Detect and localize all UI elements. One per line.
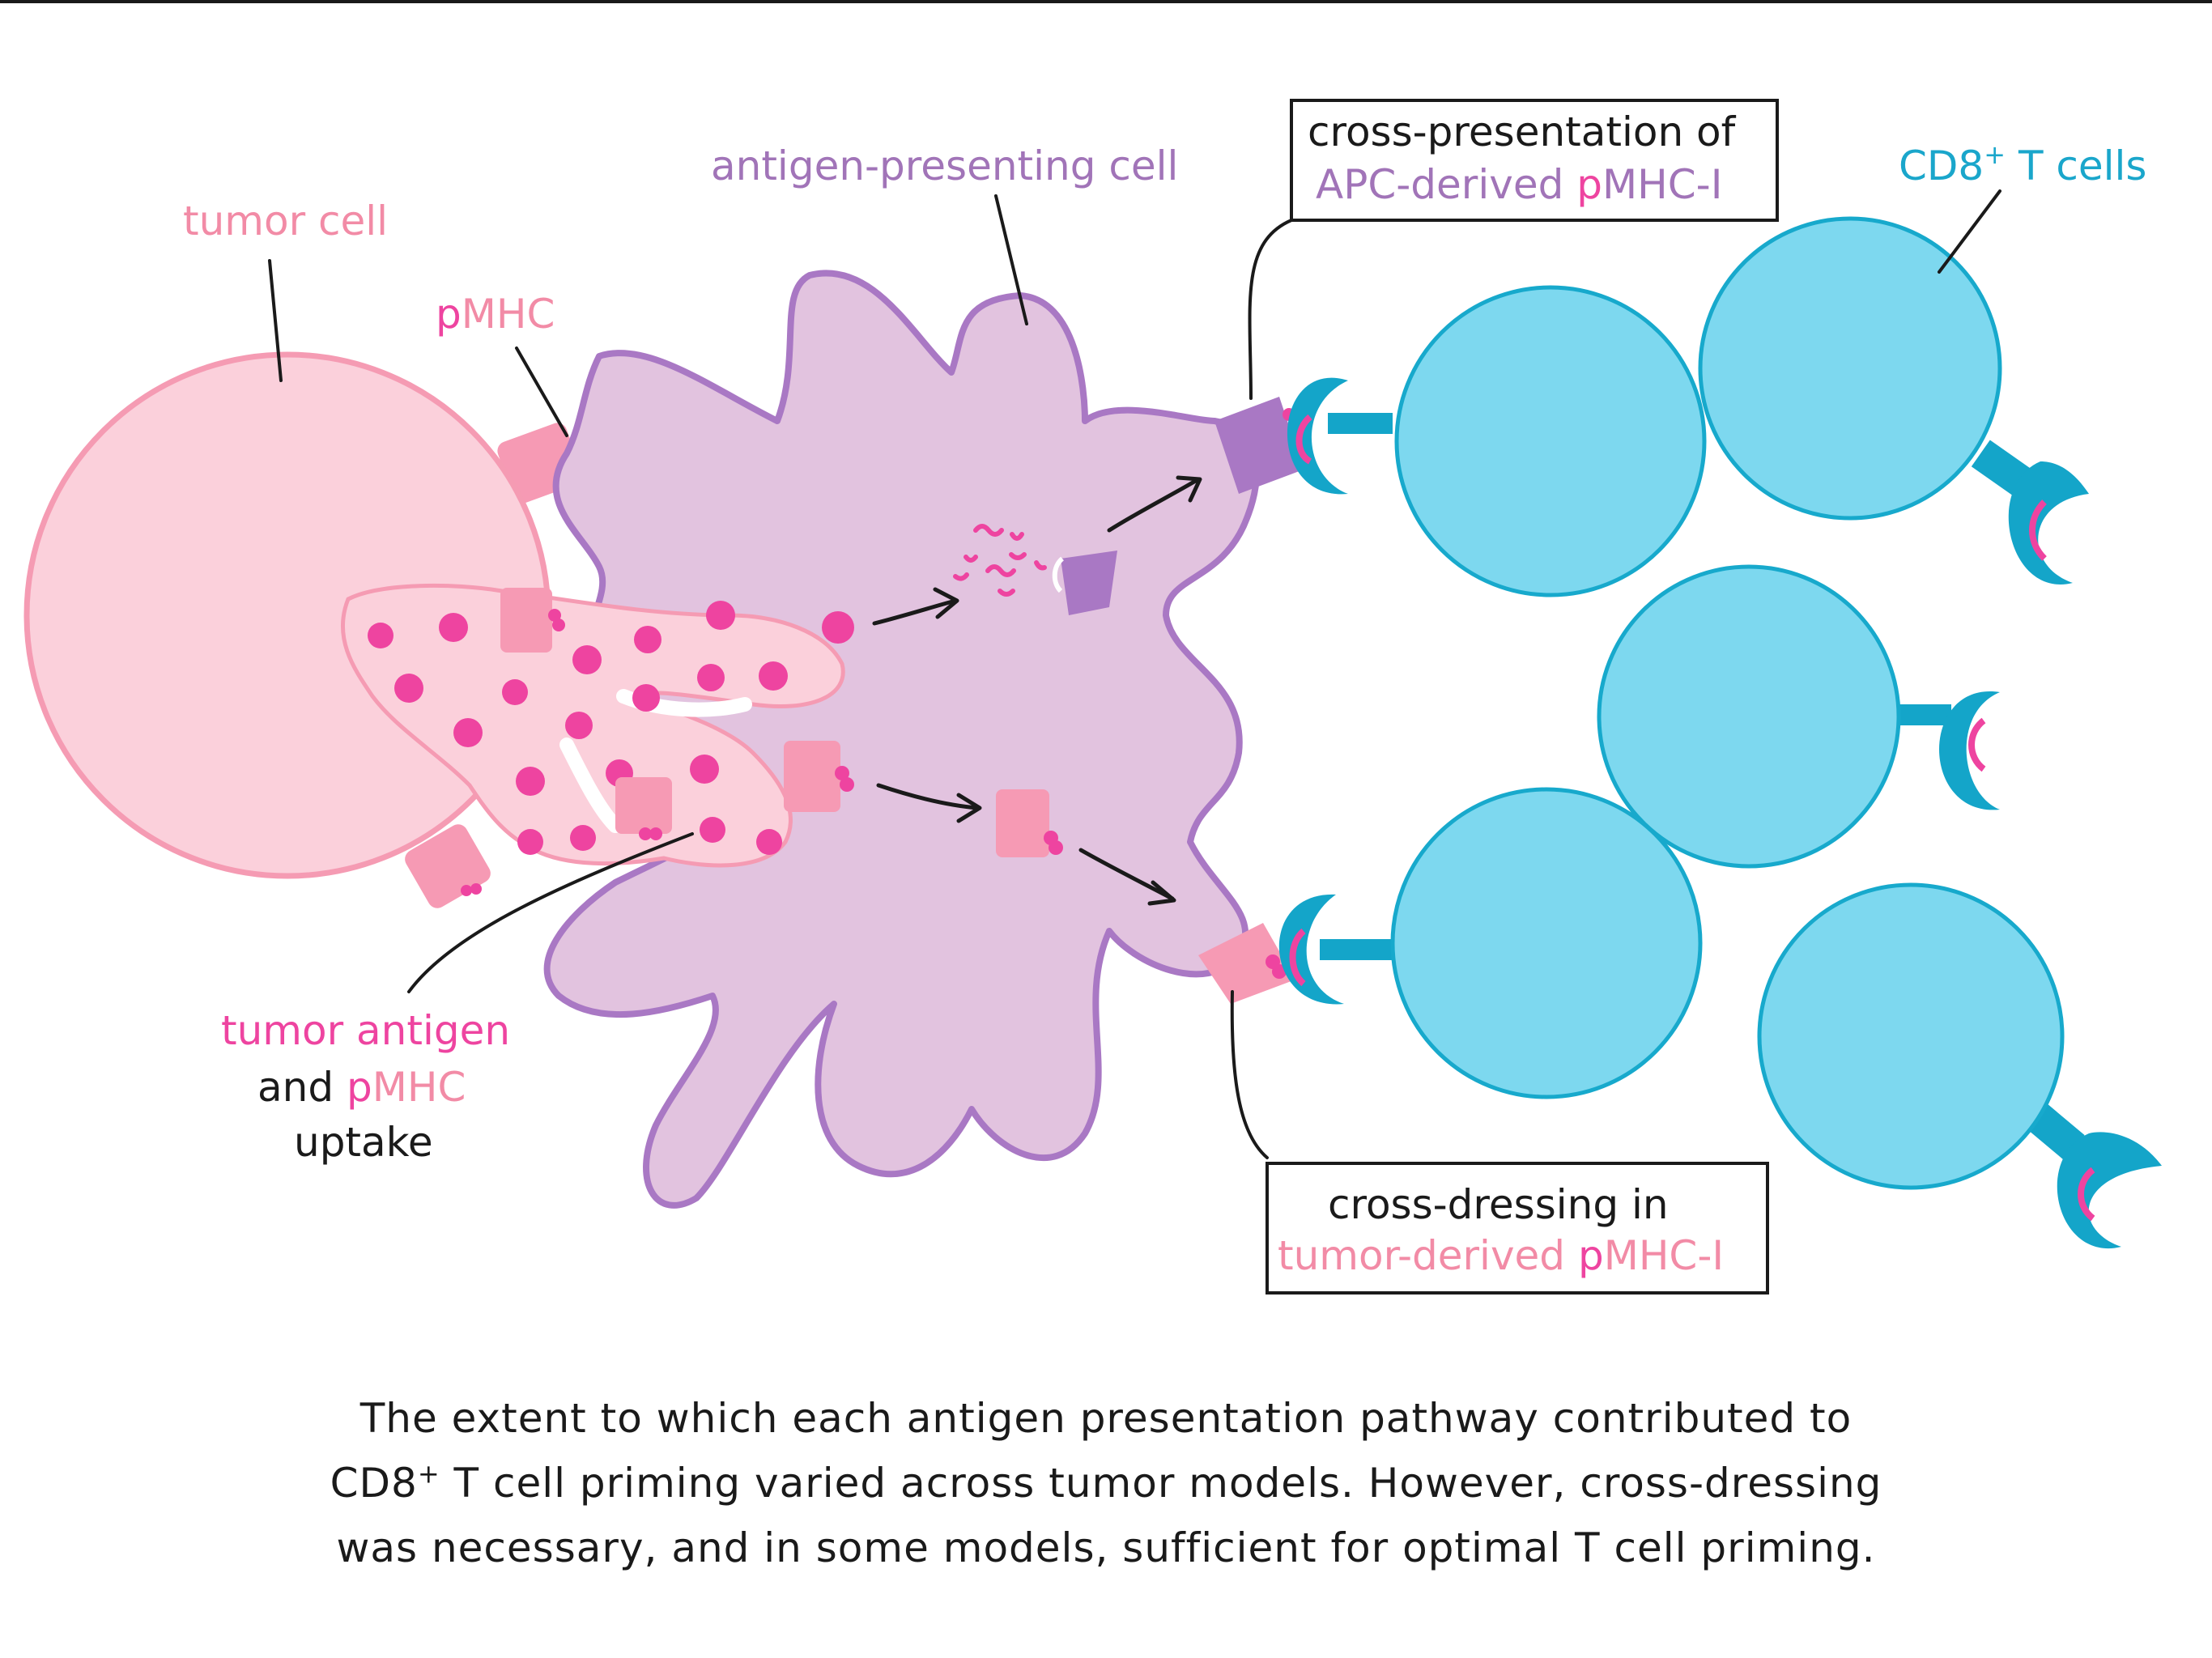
caption-line3: was necessary, and in some models, suffi… [336, 1524, 1876, 1571]
caption-cd8: CD8 [330, 1460, 418, 1507]
uptake-line3: uptake [294, 1119, 433, 1166]
uptake-line1: tumor antigen [221, 1007, 510, 1054]
apc-tumor-pmhc-icon [996, 789, 1063, 857]
cross-presentation-apc: APC-derived [1316, 161, 1576, 208]
cross-dressing-mhc: MHC-I [1604, 1232, 1724, 1279]
surface-pmhc-i-tumor-derived [1198, 923, 1295, 1004]
cd8-t-cells-label: CD8+ T cells [1899, 139, 2146, 189]
t-cell-icon [1390, 787, 1703, 1099]
cross-dressing-tumor: tumor-derived [1278, 1232, 1578, 1279]
cross-presentation-p: p [1576, 161, 1602, 208]
caption-line1: The extent to which each antigen present… [359, 1395, 1853, 1442]
cd8-sup: + [1984, 139, 2006, 170]
antigen-dots [368, 601, 854, 855]
fragment-pmhc-icons [500, 588, 854, 840]
tcr-receptor-icon [1278, 377, 2162, 1249]
cross-presentation-line1: cross-presentation of [1308, 108, 1737, 155]
tumor-pmhc-bottom [405, 824, 491, 908]
cross-presentation-box [1290, 99, 1779, 222]
tumor-fragment-icon [340, 583, 845, 868]
cross-presentation-line2: APC-derived pMHC-I [1316, 161, 1722, 208]
t-cell-icon [1597, 564, 1901, 869]
apc-mhc-i-icon [1052, 551, 1117, 615]
cross-dressing-line2: tumor-derived pMHC-I [1278, 1232, 1724, 1279]
caption-line2-rest: T cell priming varied across tumor model… [440, 1460, 1882, 1507]
t-cell-icon [1394, 285, 1707, 597]
uptake-line2: and pMHC [257, 1064, 466, 1111]
uptake-p: p [347, 1064, 372, 1111]
t-cell-icon [1698, 216, 2002, 521]
cd8-suffix: T cells [2006, 142, 2146, 189]
tumor-cell-label: tumor cell [183, 198, 388, 244]
t-cells [1278, 216, 2162, 1249]
peptide-fragments-icon [953, 524, 1047, 597]
cross-dressing-line1: cross-dressing in [1328, 1181, 1669, 1228]
caption-line2: CD8+ T cell priming varied across tumor … [0, 1451, 2212, 1516]
t-cell-icon [1757, 882, 2065, 1190]
caption: The extent to which each antigen present… [0, 1386, 2212, 1580]
leader-lines [268, 189, 2001, 1159]
cross-dressing-box [1266, 1162, 1769, 1295]
cross-presentation-mhc: MHC-I [1602, 161, 1722, 208]
arrow-icon [872, 475, 1202, 906]
pmhc-mhc: MHC [462, 291, 555, 338]
caption-cd8-sup: + [417, 1458, 440, 1490]
pmhc-p: p [436, 291, 462, 338]
pmhc-label: pMHC [436, 291, 555, 338]
uptake-mhc: MHC [372, 1064, 466, 1111]
cd8-prefix: CD8 [1899, 142, 1984, 189]
cross-dressing-p: p [1578, 1232, 1604, 1279]
apc-label: antigen-presenting cell [711, 142, 1178, 189]
uptake-and: and [257, 1064, 347, 1111]
